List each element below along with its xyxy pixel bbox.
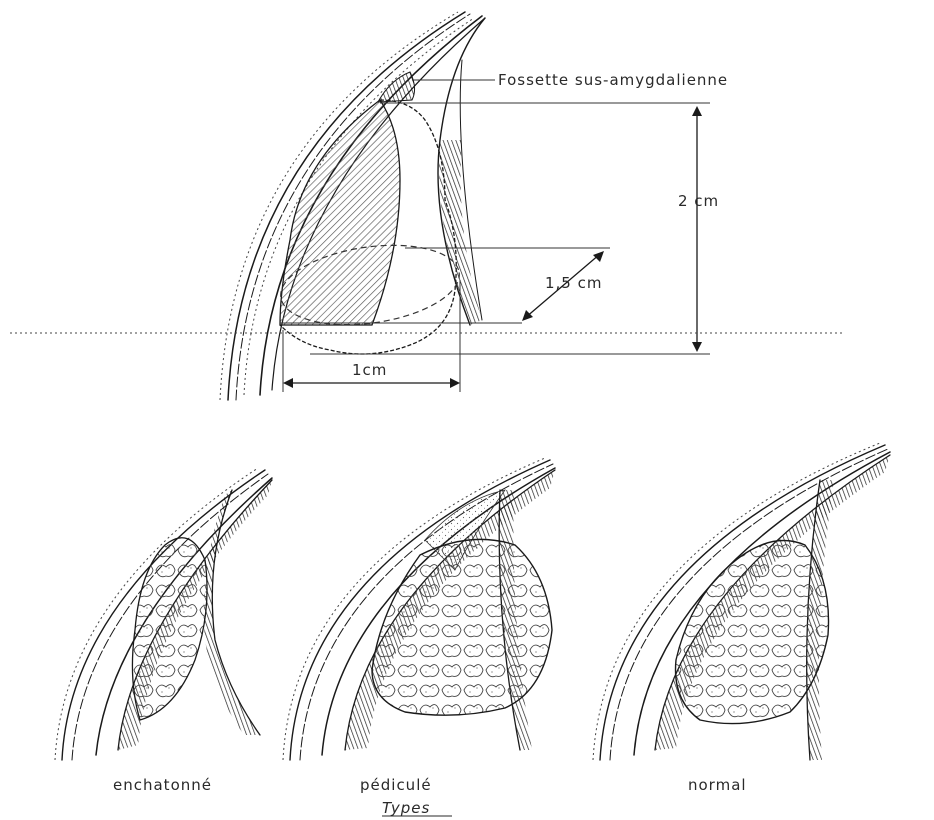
type-label-enchatonne: enchatonné bbox=[113, 776, 212, 794]
posterior-pillar bbox=[438, 18, 485, 325]
tonsil-hatched-face bbox=[280, 100, 400, 325]
type-label-pedicule: pédiculé bbox=[360, 776, 432, 794]
depth-label: 1,5 cm bbox=[545, 274, 602, 292]
fossette-annotation: Fossette sus-amygdalienne bbox=[498, 71, 728, 89]
type-label-normal: normal bbox=[688, 776, 747, 794]
height-label: 2 cm bbox=[678, 192, 719, 210]
supratonsillar-fossa bbox=[378, 72, 415, 102]
tonsil-pedicule bbox=[372, 539, 552, 715]
tonsil-measurement-diagram: Fossette sus-amygdalienne 2 cm 1,5 cm 1c… bbox=[10, 12, 845, 400]
measurement-lines bbox=[10, 80, 845, 392]
svg-text:Types: Types bbox=[382, 799, 430, 817]
type-normal-illustration: normal bbox=[593, 443, 890, 794]
types-caption: Types bbox=[382, 799, 452, 817]
tonsil-enchatonne bbox=[132, 538, 207, 720]
type-pedicule-illustration: pédiculé Types bbox=[283, 458, 555, 817]
type-enchatonne-illustration: enchatonné bbox=[55, 468, 272, 794]
width-label: 1cm bbox=[352, 361, 387, 379]
tonsil-normal bbox=[676, 541, 829, 724]
